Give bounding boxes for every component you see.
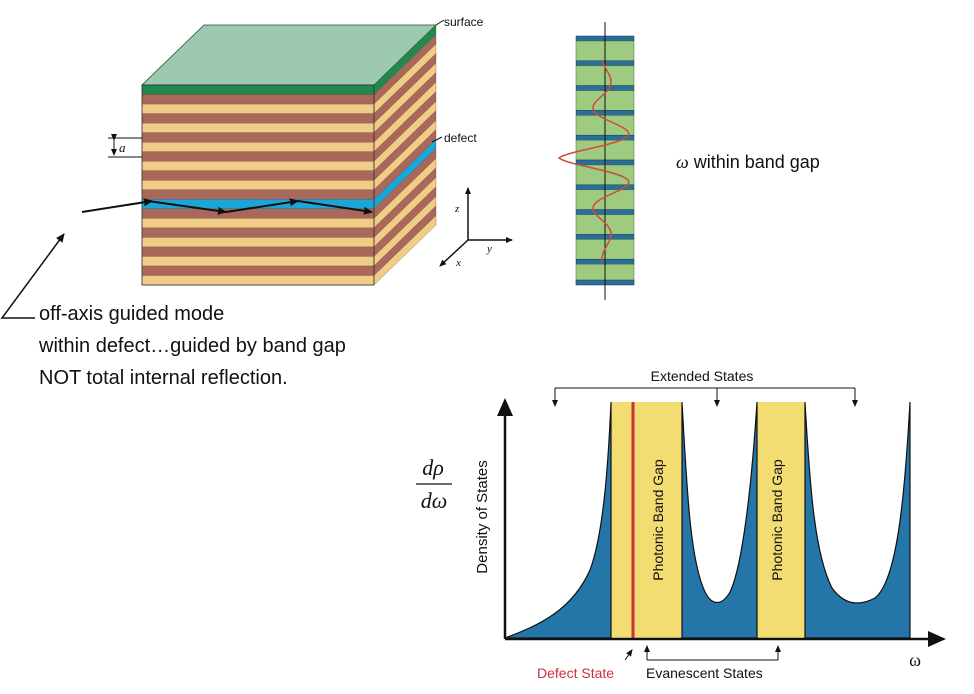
- dos-ratio-numerator: dρ: [422, 455, 444, 480]
- evanescent-states-bracket: [624, 645, 781, 661]
- stack-layer: [141, 151, 375, 162]
- caption-line-2: within defect…guided by band gap: [39, 335, 346, 357]
- caption-line-3: NOT total internal reflection.: [39, 367, 288, 389]
- guided-mode-path: [81, 198, 373, 215]
- stack-layer: [141, 132, 375, 143]
- y-axis-label: Density of States: [474, 460, 491, 573]
- period-marker: [108, 134, 142, 158]
- caption-line-1: off-axis guided mode: [39, 303, 225, 325]
- stack-side-face: [373, 24, 437, 286]
- stack-layer: [141, 122, 375, 134]
- mode-profile: [557, 22, 635, 300]
- stack-layer: [141, 227, 375, 238]
- band-gap-label-2: Photonic Band Gap: [769, 459, 785, 581]
- band-gap-label-1: Photonic Band Gap: [650, 459, 666, 581]
- x-axis-label: ω: [909, 650, 921, 670]
- stack-layer: [141, 180, 375, 191]
- caption-pointer: [0, 233, 65, 319]
- stack-layer: [141, 84, 375, 95]
- stack-layer: [141, 161, 375, 172]
- stack-layer: [141, 275, 375, 286]
- stack-layer: [141, 218, 375, 229]
- stack-front-face: [141, 84, 375, 286]
- surface-leader: [435, 19, 445, 26]
- stack-layer: [141, 208, 375, 219]
- defect-leader: [431, 136, 443, 143]
- band-gap-region-2: [757, 402, 805, 638]
- stack-layer: [141, 246, 375, 257]
- stack-front-outline: [141, 84, 375, 286]
- extended-label-bg: [632, 368, 770, 384]
- stack-layer: [141, 256, 375, 267]
- dos-plot: Photonic Band Gap Photonic Band Gap Exte…: [416, 368, 946, 681]
- extended-states-label: Extended States: [651, 368, 754, 384]
- surface-label: surface: [444, 15, 484, 29]
- stack-layer: [141, 103, 375, 115]
- stack-layer: [141, 94, 375, 105]
- layered-stack: a surface defect z y x: [81, 15, 513, 286]
- density-of-states-curve: [504, 401, 911, 639]
- stack-layer: [141, 265, 375, 276]
- y-axis-arrowhead: [497, 398, 513, 416]
- omega-symbol: ω: [676, 152, 689, 172]
- defect-label: defect: [444, 131, 477, 145]
- band-gap-region-1: [611, 402, 682, 638]
- stack-layer: [141, 113, 375, 124]
- stack-layer: [141, 170, 375, 181]
- axis-z-label: z: [454, 203, 460, 215]
- extended-states-bracket: [552, 387, 858, 407]
- x-axis-arrowhead: [928, 631, 946, 647]
- period-label: a: [119, 140, 126, 155]
- stack-layer: [141, 189, 375, 200]
- stack-layer: [141, 237, 375, 248]
- dos-ratio-denominator: dω: [421, 488, 448, 513]
- defect-state-label: Defect State: [537, 665, 614, 681]
- axis-y-label: y: [486, 243, 492, 255]
- dos-axes: [503, 412, 934, 641]
- axis-x-label: x: [455, 257, 461, 269]
- mode-profile-wave: [557, 59, 630, 263]
- evanescent-states-label: Evanescent States: [646, 665, 763, 681]
- coordinate-axes: [439, 187, 513, 267]
- within-band-gap-text: within band gap: [693, 152, 820, 172]
- stack-layer: [141, 141, 375, 153]
